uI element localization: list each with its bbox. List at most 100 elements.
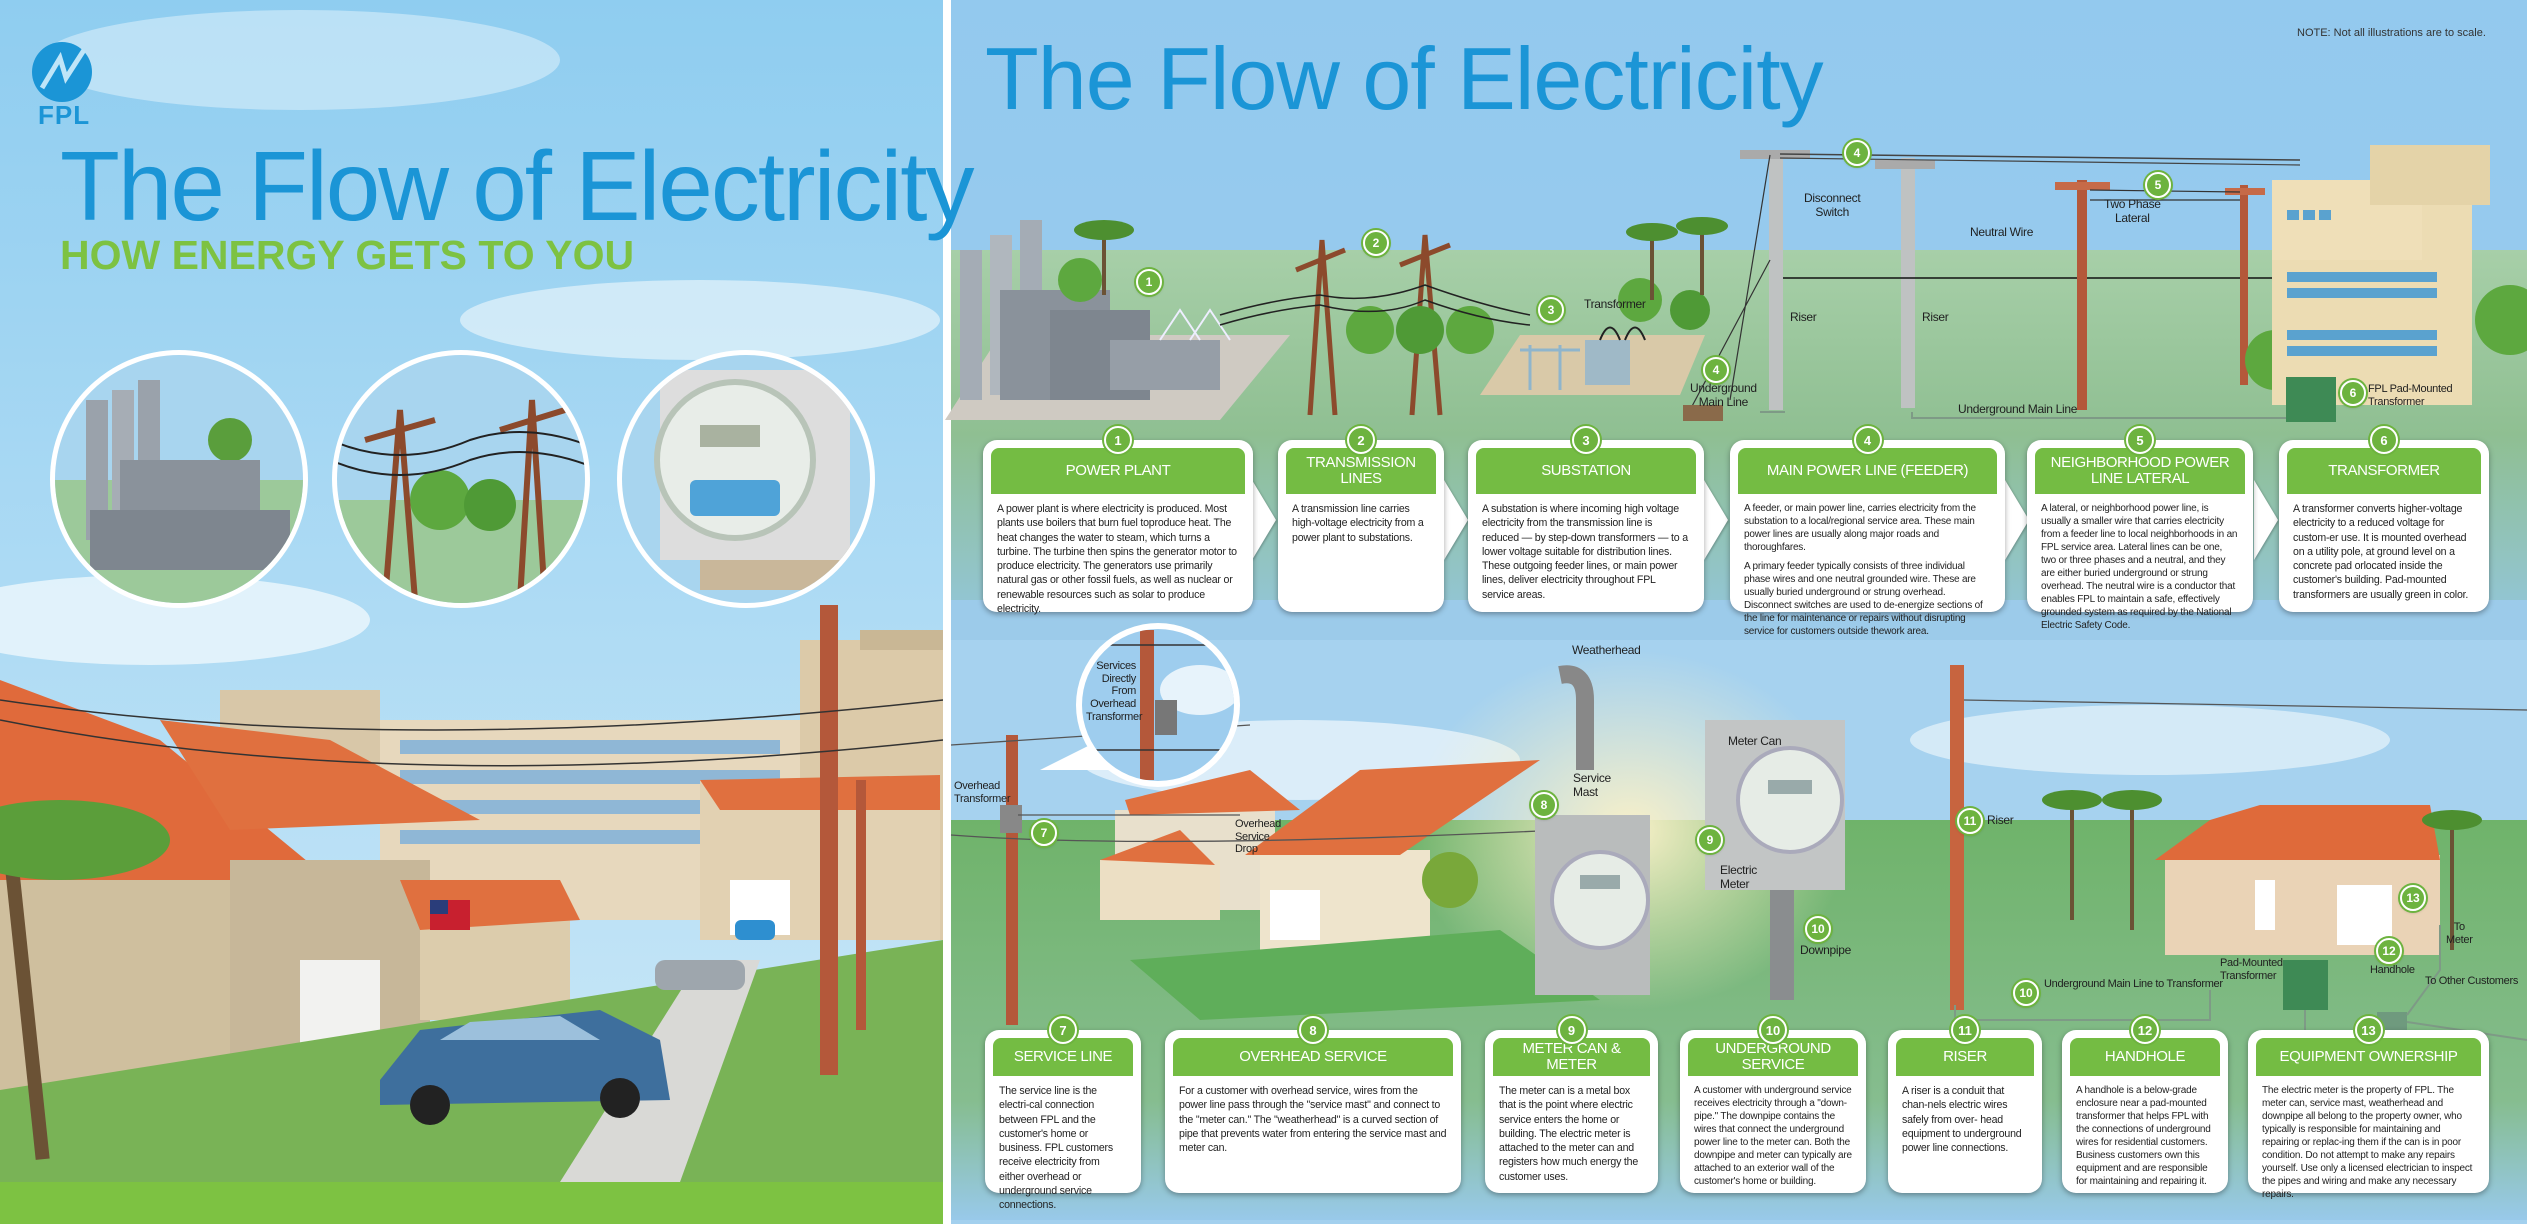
card-text: The service line is the electri-cal conn… [999, 1085, 1113, 1212]
card-number: 4 [1853, 426, 1882, 454]
card-number: 5 [2126, 426, 2154, 454]
card-service-line: 7 SERVICE LINE The service line is the e… [985, 1016, 1141, 1211]
step-badge-3: 3 [1538, 297, 1564, 323]
card-title: RISER [1896, 1038, 2034, 1076]
card-neighborhood-lateral: 5 NEIGHBORHOOD POWER LINE LATERAL A late… [2027, 426, 2253, 631]
label-to-other-customers: To Other Customers [2425, 975, 2519, 987]
overhead-transformer-magnifier [1040, 623, 1240, 787]
card-text: A feeder, or main power line, carries el… [1744, 503, 1976, 553]
card-transmission-lines: 2 TRANSMISSION LINES A transmission line… [1278, 426, 1444, 612]
label-line: Two Phase [2104, 197, 2161, 211]
card-power-plant: 1 POWER PLANT A power plant is where ele… [983, 426, 1253, 615]
step-badge-11: 11 [1957, 808, 1983, 834]
card-body: A transformer converts higher-voltage el… [2287, 494, 2481, 602]
card-body: A power plant is where electricity is pr… [991, 494, 1245, 616]
card-underground-service: 10 UNDERGROUND SERVICE A customer with u… [1680, 1016, 1866, 1193]
card-number: 13 [2354, 1016, 2383, 1044]
card-number: 6 [2370, 426, 2398, 454]
label-line: Transformer [2220, 969, 2277, 982]
card-handhole: 12 HANDHOLE A handhole is a below-grade … [2062, 1016, 2228, 1193]
card-body: A handhole is a below-grade enclosure ne… [2070, 1076, 2220, 1188]
flow-arrow [2254, 480, 2278, 560]
card-number: 1 [1104, 426, 1132, 454]
card-text: A primary feeder typically consists of t… [1744, 561, 1983, 637]
card-title: TRANSFORMER [2287, 448, 2481, 494]
feeder-poles [1683, 150, 2301, 421]
label-line: Switch [1815, 204, 1849, 219]
card-number: 10 [1759, 1016, 1787, 1044]
card-title: NEIGHBORHOOD POWER LINE LATERAL [2035, 448, 2245, 494]
card-body: The electric meter is the property of FP… [2256, 1076, 2481, 1201]
step-badge-1: 1 [1136, 269, 1162, 295]
card-number: 12 [2131, 1016, 2159, 1044]
card-number: 11 [1951, 1016, 1979, 1044]
card-number: 8 [1299, 1016, 1327, 1044]
card-text: A lateral, or neighborhood power line, i… [2041, 503, 2238, 631]
card-main-power-line: 4 MAIN POWER LINE (FEEDER) A feeder, or … [1730, 426, 2005, 637]
label-line: Overhead [1090, 697, 1136, 710]
label-overhead-service-drop: Overhead Service Drop [1235, 818, 1281, 856]
transmission-tower-vignette [332, 350, 590, 608]
card-body: For a customer with overhead service, wi… [1173, 1076, 1453, 1155]
card-transformer: 6 TRANSFORMER A transformer converts hig… [2279, 426, 2489, 612]
label-line: To [2453, 921, 2465, 933]
label-line: Pad-Mounted [2220, 957, 2283, 969]
card-overhead-service: 8 OVERHEAD SERVICE For a customer with o… [1165, 1016, 1461, 1193]
card-text: The electric meter is the property of FP… [2262, 1085, 2473, 1200]
label-line: Service [1235, 830, 1270, 843]
neighborhood-houses [1100, 760, 1600, 1020]
card-riser: 11 RISER A riser is a conduit that chan-… [1888, 1016, 2042, 1193]
step-badge-10-line: 10 [2013, 980, 2039, 1006]
card-number: 9 [1557, 1016, 1586, 1044]
step-badge-10: 10 [1805, 916, 1831, 942]
card-title: SERVICE LINE [993, 1038, 1133, 1076]
step-badge-4-top: 4 [1844, 140, 1870, 166]
substation-illustration [1480, 217, 1728, 395]
card-title: POWER PLANT [991, 448, 1245, 494]
card-title: SUBSTATION [1476, 448, 1696, 494]
label-line: From [1111, 685, 1137, 698]
card-text: The meter can is a metal box that is the… [1499, 1085, 1639, 1183]
card-title: MAIN POWER LINE (FEEDER) [1738, 448, 1997, 494]
left-cover-panel [0, 0, 944, 1224]
card-number: 7 [1049, 1016, 1077, 1044]
label-transformer: Transformer [1584, 297, 1646, 311]
label-underground-main-line-2: Underground Main Line [1958, 402, 2078, 416]
card-text: A transmission line carries high-voltage… [1292, 503, 1424, 544]
step-badge-8: 8 [1531, 792, 1557, 818]
step-badge-13: 13 [2400, 885, 2426, 911]
label-line: Main Line [1698, 394, 1749, 409]
label-meter-can: Meter Can [1728, 734, 1782, 748]
cover-subtitle: HOW ENERGY GETS TO YOU [60, 232, 635, 278]
label-line: Underground [1690, 381, 1757, 395]
label-weatherhead: Weatherhead [1572, 643, 1641, 657]
office-building [2245, 145, 2527, 422]
card-text: For a customer with overhead service, wi… [1179, 1085, 1447, 1155]
card-text: A transformer converts higher-voltage el… [2293, 503, 2469, 601]
step-badge-4-lower: 4 [1703, 357, 1729, 383]
fpl-logo-text: FPL [38, 100, 91, 130]
label-line: Services [1096, 660, 1136, 672]
card-title: EQUIPMENT OWNERSHIP [2256, 1038, 2481, 1076]
label-line: Directly [1101, 672, 1137, 685]
right-diagram-panel [943, 0, 2527, 1224]
card-body: The service line is the electri-cal conn… [993, 1076, 1133, 1213]
label-line: Mast [1573, 784, 1598, 799]
card-body: A transmission line carries high-voltage… [1286, 494, 1436, 545]
label-downpipe: Downpipe [1800, 943, 1851, 957]
scale-note: NOTE: Not all illustrations are to scale… [2297, 27, 2486, 39]
card-body: A lateral, or neighborhood power line, i… [2035, 494, 2245, 632]
blue-car [380, 1010, 670, 1125]
card-number: 3 [1572, 426, 1600, 454]
card-body: The meter can is a metal box that is the… [1493, 1076, 1650, 1184]
label-line: Overhead [1235, 818, 1281, 830]
card-meter-can-and-meter: 9 METER CAN & METER The meter can is a m… [1485, 1016, 1658, 1193]
label-line: Transformer [1086, 710, 1143, 723]
